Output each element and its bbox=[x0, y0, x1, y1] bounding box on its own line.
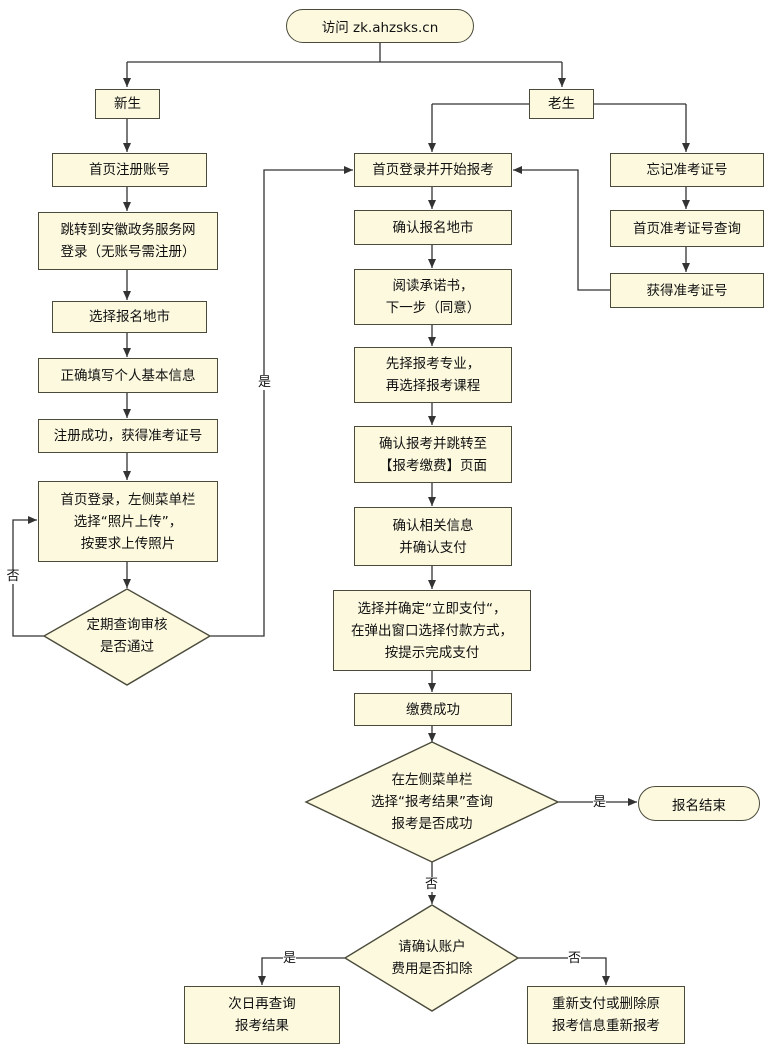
confirm-exam-node: 确认报考并跳转至 【报考缴费】页面 bbox=[354, 426, 512, 483]
read-pledge-node: 阅读承诺书， 下一步（同意） bbox=[354, 269, 512, 325]
query-id-node: 首页准考证号查询 bbox=[610, 210, 764, 247]
result-diamond bbox=[304, 741, 560, 863]
goto-gov-node: 跳转到安徽政务服务网 登录（无账号需注册） bbox=[38, 212, 218, 270]
new-student-node: 新生 bbox=[95, 89, 160, 119]
result-yes-label: 是 bbox=[593, 795, 607, 810]
upload-photo-node: 首页登录，左侧菜单栏 选择“照片上传”， 按要求上传照片 bbox=[38, 481, 218, 562]
login-start-node: 首页登录并开始报考 bbox=[354, 153, 512, 187]
next-day-node: 次日再查询 报考结果 bbox=[184, 986, 340, 1044]
register-account-node: 首页注册账号 bbox=[52, 153, 207, 187]
account-no-label: 否 bbox=[568, 951, 582, 966]
forgot-id-node: 忘记准考证号 bbox=[610, 153, 764, 187]
review-check-text: 定期查询审核 是否通过 bbox=[86, 617, 168, 655]
account-diamond bbox=[343, 904, 520, 1012]
review-no-label: 否 bbox=[6, 569, 20, 584]
repay-node: 重新支付或删除原 报考信息重新报考 bbox=[527, 986, 685, 1044]
review-diamond bbox=[42, 588, 212, 686]
pay-success-node: 缴费成功 bbox=[354, 693, 512, 726]
select-major-node: 先择报考专业， 再选择报考课程 bbox=[354, 347, 512, 403]
result-no-label: 否 bbox=[425, 877, 439, 892]
old-student-node: 老生 bbox=[529, 89, 594, 119]
confirm-city-node: 确认报名地市 bbox=[354, 210, 512, 245]
confirm-account-text: 请确认账户 费用是否扣除 bbox=[391, 939, 473, 977]
confirm-info-node: 确认相关信息 并确认支付 bbox=[354, 507, 512, 566]
check-result-text: 在左侧菜单栏 选择“报考结果”查询 报考是否成功 bbox=[371, 772, 493, 832]
get-id-node: 获得准考证号 bbox=[610, 273, 764, 308]
start-node: 访问 zk.ahzsks.cn bbox=[286, 9, 474, 43]
finish-node: 报名结束 bbox=[638, 786, 760, 821]
select-city-new-node: 选择报名地市 bbox=[52, 301, 207, 333]
review-yes-label: 是 bbox=[258, 375, 272, 390]
register-success-node: 注册成功，获得准考证号 bbox=[38, 419, 218, 453]
account-yes-label: 是 bbox=[283, 951, 297, 966]
choose-pay-node: 选择并确定“立即支付“， 在弹出窗口选择付款方式， 按提示完成支付 bbox=[333, 590, 531, 671]
fill-info-node: 正确填写个人基本信息 bbox=[38, 358, 218, 393]
